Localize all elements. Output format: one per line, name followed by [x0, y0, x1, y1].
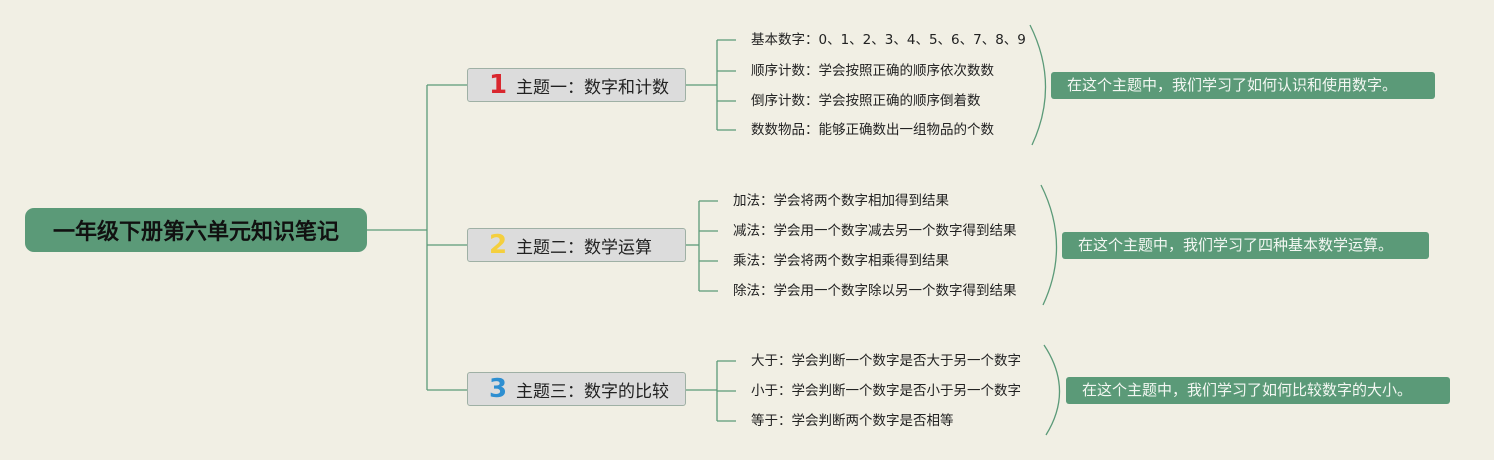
leaf-item[interactable]: 乘法：学会将两个数字相乘得到结果 — [733, 253, 949, 269]
topic-node-3[interactable]: 3 主题三：数字的比较 — [467, 372, 686, 406]
leaf-item[interactable]: 顺序计数：学会按照正确的顺序依次数数 — [751, 63, 994, 79]
summary-bracket-1 — [1029, 24, 1047, 146]
leaf-item[interactable]: 小于：学会判断一个数字是否小于另一个数字 — [751, 383, 1021, 399]
summary-note-1[interactable]: 在这个主题中，我们学习了如何认识和使用数字。 — [1051, 72, 1435, 99]
leaf-item[interactable]: 除法：学会用一个数字除以另一个数字得到结果 — [733, 283, 1017, 299]
summary-bracket-2 — [1040, 184, 1058, 306]
topic-title-1: 主题一：数字和计数 — [516, 77, 669, 98]
summary-bracket-3 — [1043, 344, 1061, 436]
topic-title-2: 主题二：数学运算 — [516, 237, 652, 258]
leaf-item[interactable]: 等于：学会判断两个数字是否相等 — [751, 413, 954, 429]
leaf-item[interactable]: 减法：学会用一个数字减去另一个数字得到结果 — [733, 223, 1017, 239]
root-node[interactable]: 一年级下册第六单元知识笔记 — [25, 208, 367, 252]
topic1-leaf-lines — [717, 39, 736, 131]
topic-node-1[interactable]: 1 主题一：数字和计数 — [467, 68, 686, 102]
topic-title-3: 主题三：数字的比较 — [516, 381, 669, 402]
leaf-item[interactable]: 加法：学会将两个数字相加得到结果 — [733, 193, 949, 209]
summary-text-1: 在这个主题中，我们学习了如何认识和使用数字。 — [1067, 76, 1398, 94]
leaf-item[interactable]: 大于：学会判断一个数字是否大于另一个数字 — [751, 353, 1021, 369]
number-1-icon: 1 — [488, 70, 508, 100]
leaf-item[interactable]: 基本数字：0、1、2、3、4、5、6、7、8、9 — [751, 32, 1026, 48]
topic-node-2[interactable]: 2 主题二：数学运算 — [467, 228, 686, 262]
number-2-icon: 2 — [488, 230, 508, 260]
leaf-item[interactable]: 倒序计数：学会按照正确的顺序倒着数 — [751, 93, 981, 109]
leaf-item[interactable]: 数数物品：能够正确数出一组物品的个数 — [751, 122, 994, 138]
summary-note-3[interactable]: 在这个主题中，我们学习了如何比较数字的大小。 — [1066, 377, 1450, 404]
number-3-icon: 3 — [488, 374, 508, 404]
summary-text-2: 在这个主题中，我们学习了四种基本数学运算。 — [1078, 236, 1394, 254]
root-title: 一年级下册第六单元知识笔记 — [52, 220, 339, 245]
topic2-leaf-lines — [699, 200, 718, 292]
summary-note-2[interactable]: 在这个主题中，我们学习了四种基本数学运算。 — [1062, 232, 1429, 259]
summary-text-3: 在这个主题中，我们学习了如何比较数字的大小。 — [1082, 381, 1413, 399]
topic3-leaf-lines — [717, 360, 736, 422]
